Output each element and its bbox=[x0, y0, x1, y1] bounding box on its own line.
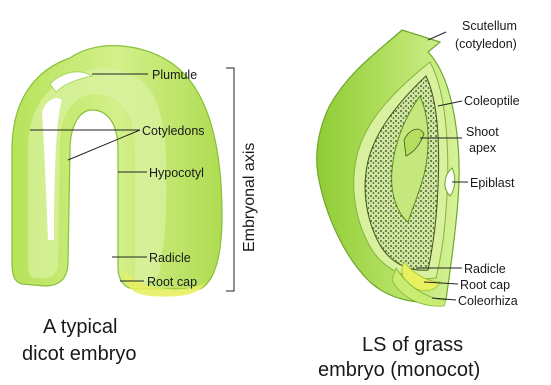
label-shoot-apex: apex bbox=[469, 141, 497, 155]
monocot-caption-line2: embryo (monocot) bbox=[318, 359, 480, 381]
label-cotyledons: Cotyledons bbox=[142, 124, 205, 138]
embryonal-axis-bracket bbox=[226, 68, 234, 291]
label-radicle-mono: Radicle bbox=[464, 262, 506, 276]
dicot-caption-line1: A typical bbox=[43, 316, 117, 338]
dicot-caption-line2: dicot embryo bbox=[22, 343, 137, 365]
label-shoot: Shoot bbox=[466, 125, 499, 139]
label-plumule: Plumule bbox=[152, 68, 197, 82]
label-root-cap-mono: Root cap bbox=[460, 278, 510, 292]
label-radicle: Radicle bbox=[149, 251, 191, 265]
label-root-cap-dicot: Root cap bbox=[147, 275, 197, 289]
label-hypocotyl: Hypocotyl bbox=[149, 166, 204, 180]
scutellum-leader bbox=[428, 32, 446, 40]
label-coleoptile: Coleoptile bbox=[464, 94, 520, 108]
label-scutellum-sub: (cotyledon) bbox=[455, 37, 517, 51]
embryonal-axis-label: Embryonal axis bbox=[241, 143, 258, 252]
monocot-caption-line1: LS of grass bbox=[362, 334, 463, 356]
monocot-embryo bbox=[317, 30, 459, 306]
label-epiblast: Epiblast bbox=[470, 176, 515, 190]
label-coleorhiza: Coleorhiza bbox=[458, 294, 518, 308]
label-scutellum: Scutellum bbox=[462, 19, 517, 33]
